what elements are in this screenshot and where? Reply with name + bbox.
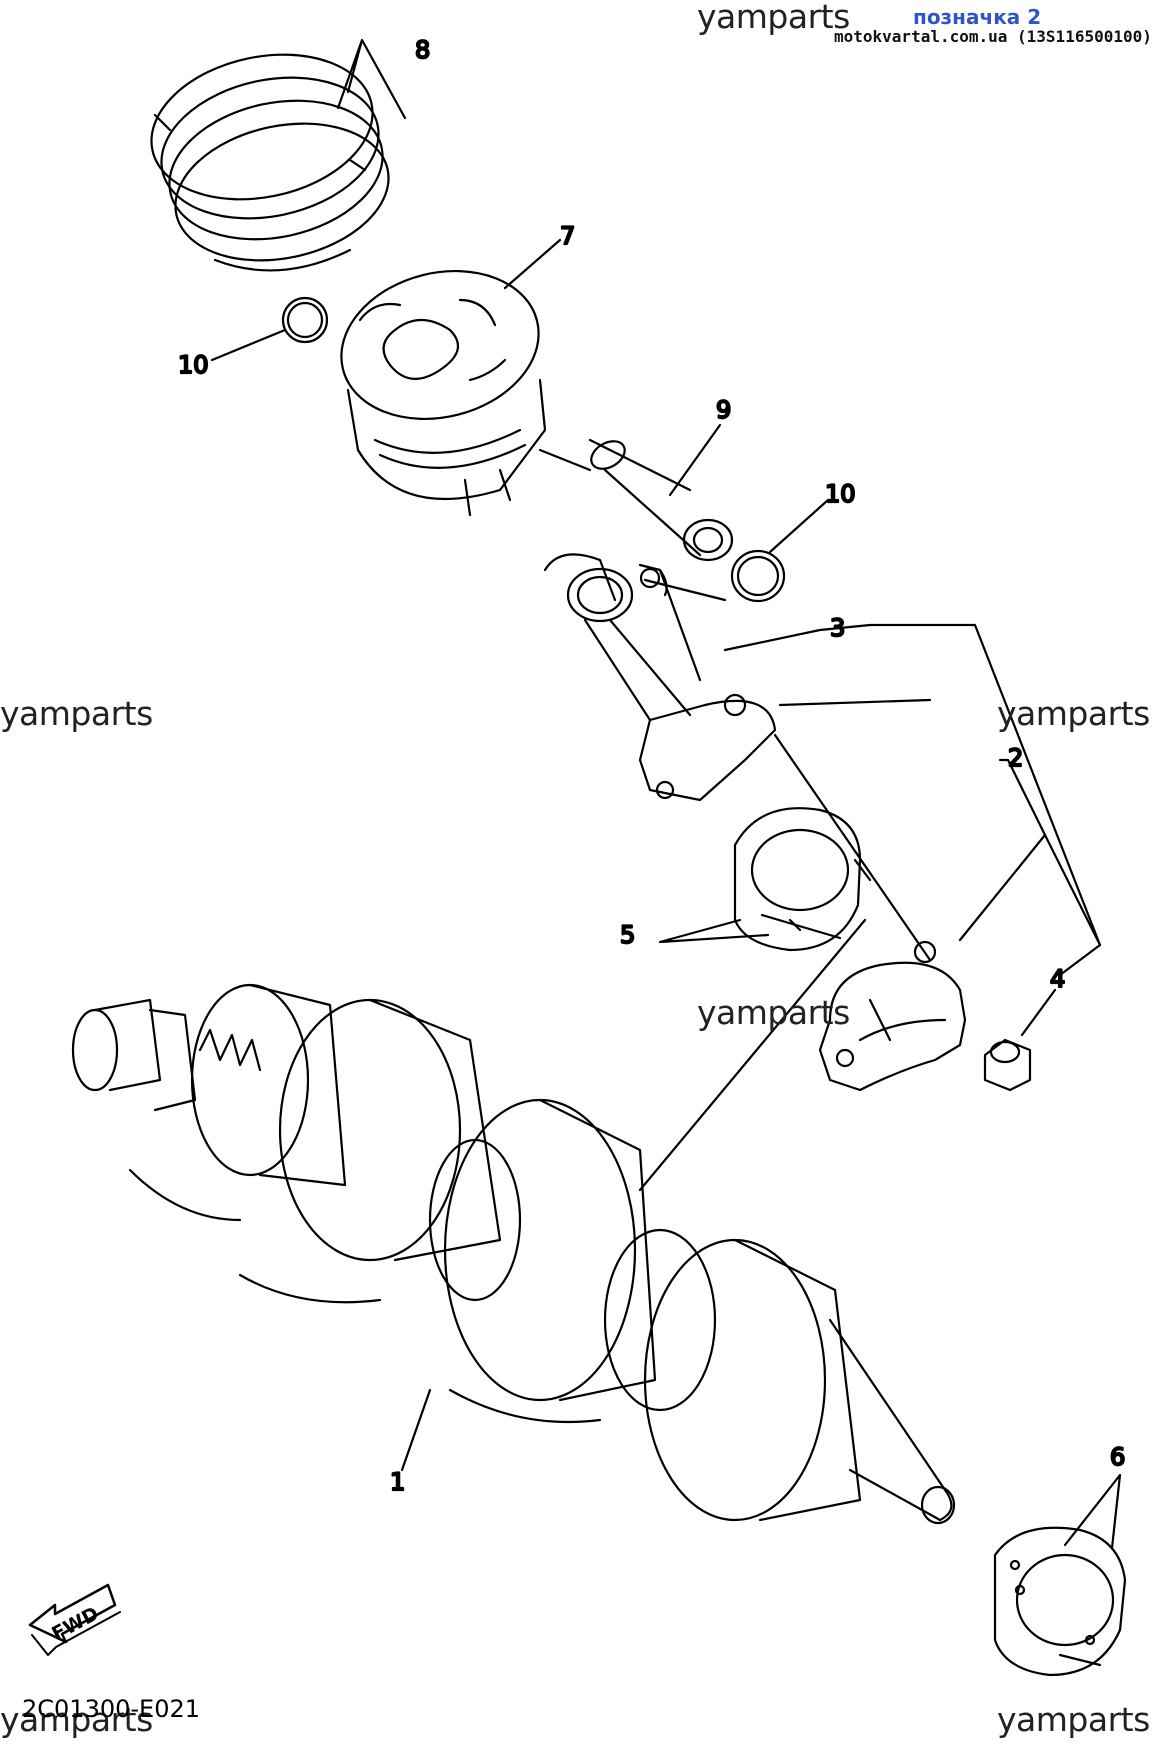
fwd-arrow-icon bbox=[28, 1583, 121, 1656]
callout-2: 2 bbox=[1008, 744, 1023, 772]
piston-pin-part-9 bbox=[538, 438, 734, 562]
leader-line-9 bbox=[668, 423, 722, 497]
watermark-bottom-left: yamparts bbox=[0, 1700, 153, 1739]
callout-10-right: 10 bbox=[825, 480, 856, 508]
callout-3: 3 bbox=[830, 614, 845, 642]
leader-line-2 bbox=[958, 758, 1047, 942]
marker-tag: позначка 2 bbox=[913, 5, 1042, 29]
callout-6: 6 bbox=[1110, 1443, 1125, 1471]
leader-line-10a bbox=[210, 328, 287, 362]
diagram-code: 2C01300-E021 bbox=[22, 1695, 201, 1723]
watermark-center: yamparts bbox=[697, 993, 850, 1032]
connecting-rod-cap-part-2 bbox=[818, 940, 967, 1092]
piston-rings-part-8 bbox=[150, 53, 390, 272]
callout-1: 1 bbox=[390, 1468, 405, 1496]
callout-4: 4 bbox=[1050, 965, 1065, 993]
leader-line-6 bbox=[1063, 1473, 1122, 1550]
callout-10-left: 10 bbox=[178, 351, 209, 379]
leader-line-5 bbox=[658, 918, 770, 944]
big-end-bearing-part-5 bbox=[733, 807, 872, 952]
watermark-top: yamparts bbox=[697, 0, 850, 36]
leader-line-8 bbox=[336, 38, 407, 120]
leader-line-4 bbox=[1020, 988, 1057, 1037]
callout-5: 5 bbox=[620, 921, 635, 949]
main-bearing-part-6 bbox=[993, 1526, 1127, 1677]
callout-7: 7 bbox=[560, 222, 575, 250]
watermark-right: yamparts bbox=[997, 694, 1150, 733]
piston-part-7 bbox=[340, 269, 547, 517]
watermark-left: yamparts bbox=[0, 694, 153, 733]
leader-line-10b bbox=[768, 498, 830, 554]
watermark-bottom-right: yamparts bbox=[997, 1700, 1150, 1739]
leader-line-2b bbox=[1043, 833, 1102, 977]
connecting-rod-part-3 bbox=[543, 553, 777, 802]
leader-line-1 bbox=[400, 1388, 432, 1472]
assembly-guide-line-2 bbox=[868, 998, 892, 1042]
leader-line-7 bbox=[503, 238, 562, 290]
piston-pin-clip-part-10 bbox=[281, 296, 786, 603]
crankshaft-part-1 bbox=[71, 983, 956, 1525]
leader-line-3 bbox=[723, 623, 1102, 947]
nut-part-4 bbox=[983, 1038, 1032, 1092]
fwd-label: FWD bbox=[48, 1603, 102, 1646]
assembly-guide-line bbox=[638, 733, 932, 1192]
callout-9: 9 bbox=[716, 396, 731, 424]
callout-8: 8 bbox=[415, 36, 430, 64]
source-site-label: motokvartal.com.ua (13S116500100) bbox=[834, 27, 1152, 46]
